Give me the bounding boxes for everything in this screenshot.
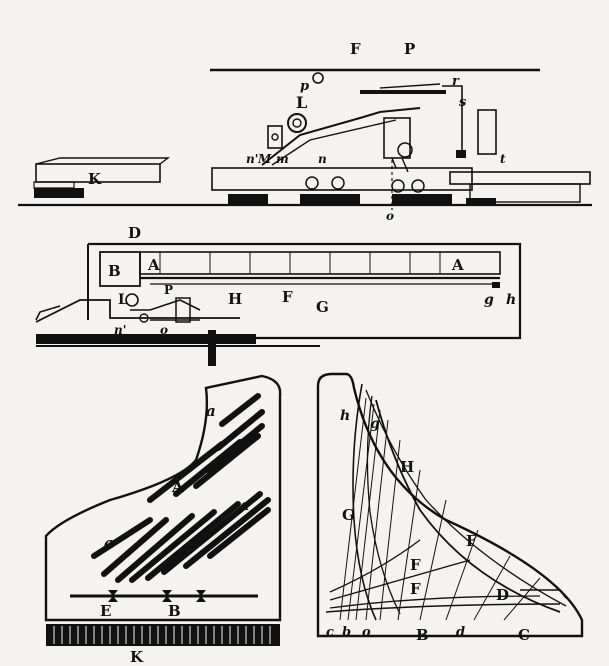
figure-label: H — [400, 458, 414, 476]
figure-label: m — [276, 152, 289, 166]
figure-label: h — [340, 408, 350, 424]
figure-label: n' — [114, 323, 126, 337]
figure-label: D — [496, 586, 509, 604]
figure-label: h — [506, 292, 516, 308]
figure-label: B — [168, 602, 181, 620]
figure-label: A — [451, 256, 464, 274]
figure-label: o — [160, 323, 168, 337]
figure-label: c — [326, 625, 334, 640]
figure-label: F — [282, 288, 293, 306]
figure-label: b — [342, 625, 351, 640]
hammer-action — [211, 72, 591, 210]
figure-label: B — [108, 262, 121, 280]
figure-label: E — [100, 602, 111, 620]
figure-label: t — [500, 152, 506, 166]
figure-label: L — [296, 93, 307, 112]
figure-label: a — [206, 402, 216, 420]
figure-label: C — [518, 626, 530, 644]
figure-label: F — [410, 580, 421, 598]
figure-label: F — [350, 40, 361, 58]
figure-label: a — [240, 496, 250, 514]
figure-label: K — [130, 648, 144, 666]
figure-label: M — [257, 152, 272, 166]
figure-label: L — [118, 292, 128, 308]
figure-label: d — [456, 625, 465, 640]
side-case-view: D B A A L P H F G g h n' o — [35, 224, 522, 366]
figure-label: o — [386, 209, 394, 223]
figure-label: F — [466, 532, 477, 550]
figure-label: P — [404, 40, 415, 58]
figure-label: s — [459, 95, 467, 110]
figure-label: G — [342, 506, 355, 524]
figure-label: B — [416, 626, 429, 644]
key-left — [33, 157, 171, 198]
figure-label: n' — [246, 152, 258, 166]
figure-label: G — [316, 298, 329, 316]
figure-label: D — [128, 224, 141, 242]
figure-label: r — [452, 74, 460, 89]
figure-label: g — [484, 292, 494, 308]
figure-label: o — [362, 625, 371, 640]
figure-label: P — [164, 283, 173, 297]
top-action-view: F P p r s L K n' M m n o t — [18, 40, 592, 223]
figure-label: A — [147, 256, 160, 274]
figure-label: n — [318, 152, 327, 166]
plan-right-view: h g H G F F F D c b o B d C — [316, 372, 584, 644]
figure-label: g — [370, 416, 380, 432]
plan-left-view: a A a a E B K — [44, 374, 282, 666]
figure-label: a — [104, 534, 114, 552]
figure-label: A — [171, 478, 184, 496]
figure-label: F — [410, 556, 421, 574]
figure-label: H — [228, 290, 242, 308]
figure-label: p — [300, 79, 309, 94]
figure-label: K — [88, 170, 102, 188]
